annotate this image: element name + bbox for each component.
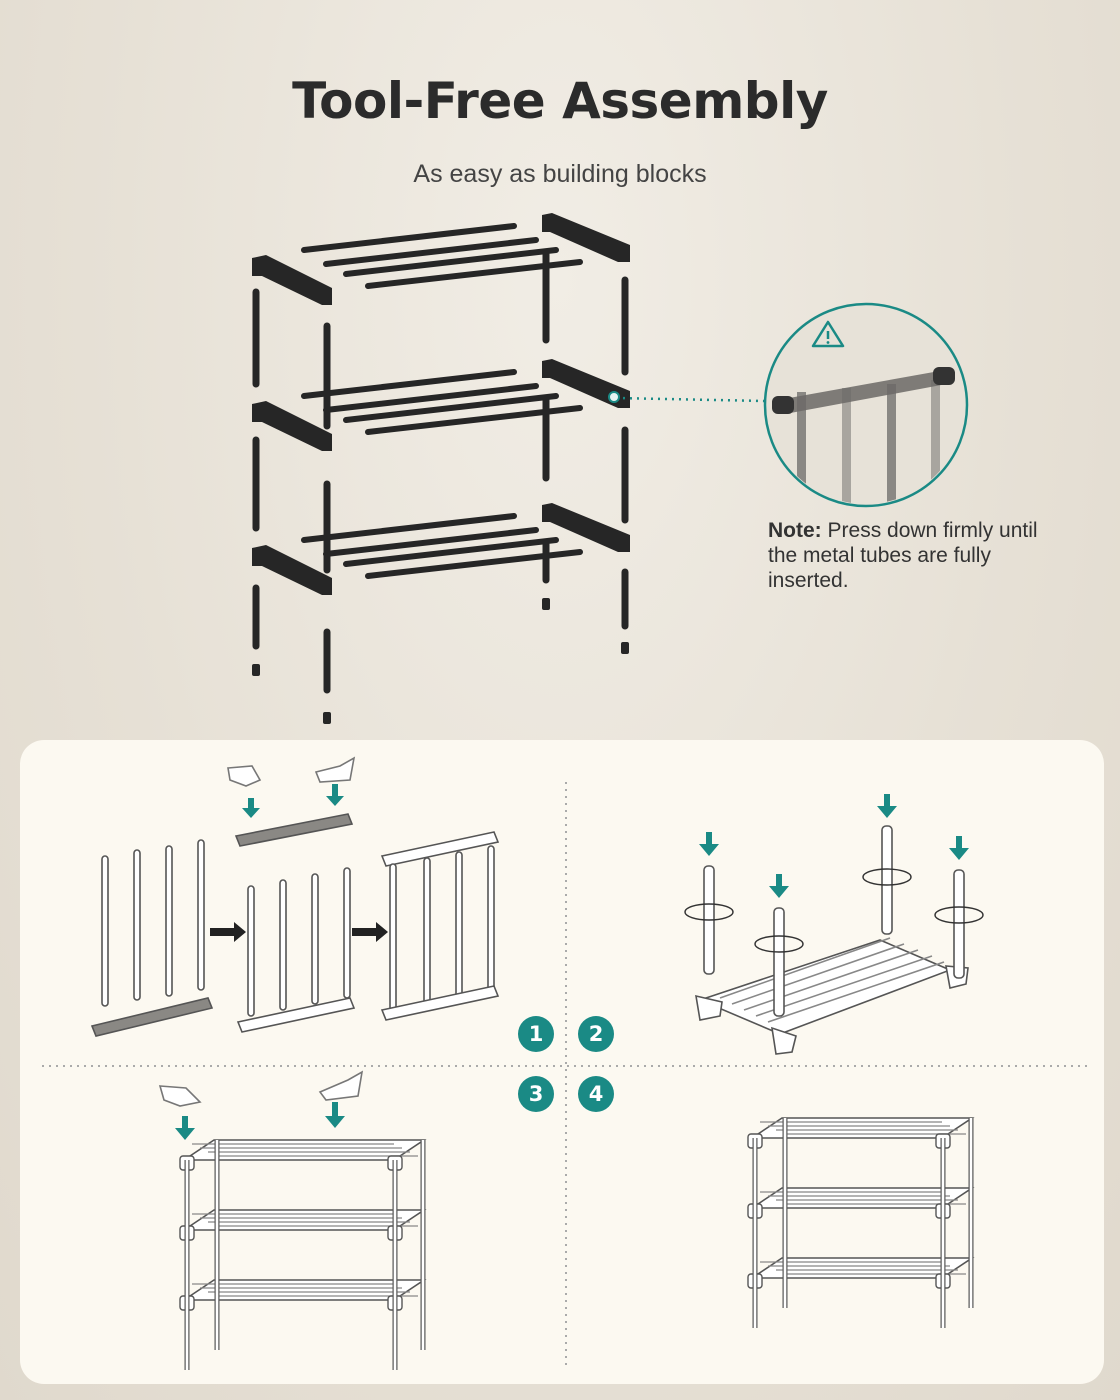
press-down-arrow-icon xyxy=(242,784,344,818)
end-cap-left xyxy=(252,401,332,451)
arrow-right-icon xyxy=(210,922,246,942)
foot-cap xyxy=(252,664,260,676)
end-cap-left xyxy=(252,545,332,595)
shelf-tube xyxy=(343,537,559,567)
zoom-detail xyxy=(772,367,955,504)
note-label: Note: xyxy=(768,519,822,542)
step1-frame-complete xyxy=(380,831,500,1021)
shelf-tube xyxy=(301,369,517,399)
shelf-tube xyxy=(343,393,559,423)
note-text: Press down firmly until the metal tubes … xyxy=(768,519,1038,592)
shelf-tube xyxy=(343,247,559,277)
press-down-arrow-icon xyxy=(175,1102,345,1140)
step1-illustration xyxy=(90,756,500,1037)
step-1-badge: 1 xyxy=(518,1016,554,1052)
warning-triangle-icon xyxy=(811,320,845,348)
rotate-icon xyxy=(684,868,984,953)
page-subtitle: As easy as building blocks xyxy=(413,160,707,188)
step-4-badge: 4 xyxy=(578,1076,614,1112)
foot-cap xyxy=(542,598,550,610)
step1-frame-partial xyxy=(234,813,356,1033)
step-3-badge: 3 xyxy=(518,1076,554,1112)
shelf-tube xyxy=(323,237,539,267)
page-title: Tool-Free Assembly xyxy=(292,72,828,130)
step2-illustration xyxy=(684,794,984,1055)
instruction-steps-illustration xyxy=(42,756,1092,1370)
exploded-rack xyxy=(252,213,630,724)
shelf-tube xyxy=(323,383,539,413)
press-down-arrow-icon xyxy=(699,794,969,898)
hand-icon xyxy=(227,756,356,787)
exploded-rack-illustration xyxy=(252,213,969,724)
end-cap-right xyxy=(542,503,630,552)
assembly-note: Note: Press down firmly until the metal … xyxy=(768,518,1068,593)
shelf-tube xyxy=(301,223,517,253)
step1-tubes xyxy=(90,839,214,1037)
instructions-panel: 1 2 3 4 xyxy=(20,740,1104,1384)
step3-illustration xyxy=(179,1139,427,1370)
step4-illustration xyxy=(747,1117,975,1328)
callout-line xyxy=(615,396,766,403)
zoom-circle xyxy=(763,302,969,508)
foot-cap xyxy=(323,712,331,724)
step-2-badge: 2 xyxy=(578,1016,614,1052)
foot-cap xyxy=(621,642,629,654)
callout-point xyxy=(608,391,620,403)
end-cap-left xyxy=(252,255,332,305)
end-cap-right xyxy=(542,213,630,262)
shelf-tube xyxy=(323,527,539,557)
hand-icon xyxy=(158,1070,364,1107)
shelf-tube xyxy=(301,513,517,543)
arrow-right-icon xyxy=(352,922,388,942)
end-cap-right xyxy=(542,359,630,408)
step3-hands xyxy=(158,1070,364,1140)
